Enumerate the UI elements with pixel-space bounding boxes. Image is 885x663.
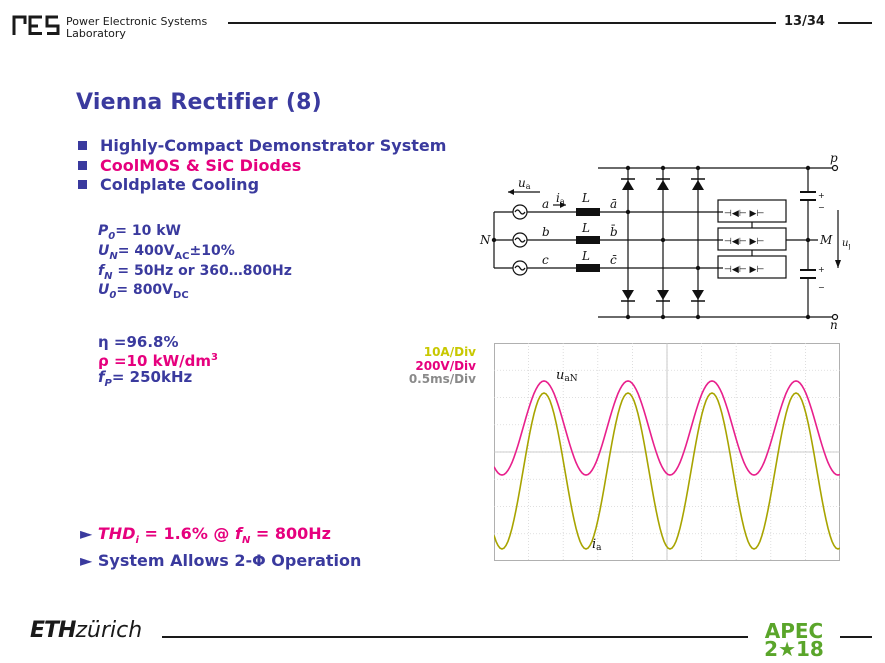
header-rule-left	[228, 22, 776, 24]
switching-frequency: fP= 250kHz	[98, 368, 193, 389]
footer-rule-right	[840, 636, 872, 638]
bullet-square-icon	[78, 141, 87, 151]
bbar-label: b̄	[610, 223, 618, 239]
node-m-label: M	[819, 233, 833, 247]
upn-label: upn	[842, 238, 850, 250]
spec-voltage: UN= 400VAC±10%	[98, 242, 235, 262]
efficiency: η =96.8%	[98, 333, 179, 351]
ia-label: ia	[556, 191, 565, 206]
node-n-label: N	[479, 233, 491, 247]
bullet-item: Highly-Compact Demonstrator System	[76, 136, 446, 156]
page-number: 13/34	[784, 14, 825, 29]
header-rule-right	[838, 22, 872, 24]
inductor-a-label: L	[581, 191, 590, 205]
inductor-b-label: L	[581, 221, 590, 235]
bullet-item: CoolMOS & SiC Diodes	[76, 156, 446, 176]
inductor-c-label: L	[581, 249, 590, 263]
voltage-trace	[494, 380, 840, 476]
oscilloscope-plot: uaN ia	[494, 343, 840, 561]
svg-text:⊣◀⊢ ▶⊢: ⊣◀⊢ ▶⊢	[724, 209, 764, 219]
triangle-bullet-icon: ►	[80, 550, 93, 570]
footer-rule-left	[162, 636, 748, 638]
time-scale: 0.5ms/Div	[408, 372, 476, 386]
abar-label: ā	[610, 197, 617, 211]
performance-block: η =96.8% ρ =10 kW/dm3 fP= 250kHz	[98, 334, 218, 392]
lab-name-line2: Laboratory	[66, 27, 126, 40]
voltage-scale: 200V/Div	[415, 358, 476, 373]
svg-text:⊣◀⊢ ▶⊢: ⊣◀⊢ ▶⊢	[724, 265, 764, 275]
triangle-bullet-icon: ►	[80, 524, 93, 543]
power-density: ρ =10 kW/dm3	[98, 352, 218, 370]
phase-b-label: b	[542, 225, 550, 239]
svg-text:⊣◀⊢ ▶⊢: ⊣◀⊢ ▶⊢	[724, 237, 764, 247]
spec-power: P0= 10 kW	[98, 223, 181, 242]
spec-dc-voltage: U0= 800VDC	[98, 282, 189, 302]
conclusion-list: ► THDi = 1.6% @ fN = 800Hz ► System Allo…	[80, 524, 361, 570]
node-p-label: p	[830, 151, 838, 165]
bullet-square-icon	[78, 180, 87, 190]
ia-trace-label: ia	[592, 537, 602, 553]
scope-legend: 10A/Div 200V/Div 0.5ms/Div	[380, 345, 476, 387]
cap-bottom-plus: +	[818, 265, 825, 274]
current-trace	[494, 392, 840, 550]
phase-c-label: c	[542, 253, 549, 267]
bullet-item: Coldplate Cooling	[76, 175, 446, 195]
feature-bullets: Highly-Compact Demonstrator System CoolM…	[76, 136, 446, 195]
uan-label: uaN	[556, 368, 578, 384]
operation-statement: ► System Allows 2-Φ Operation	[80, 550, 362, 570]
spec-block: P0= 10 kW UN= 400VAC±10% fN = 50Hz or 36…	[98, 224, 292, 303]
lab-name-line1: Power Electronic Systems	[66, 15, 208, 28]
pes-logo	[12, 15, 60, 35]
vienna-rectifier-schematic: ⊣◀⊢ ▶⊢ ⊣◀⊢ ▶⊢ ⊣◀⊢ ▶⊢ N M p n ua ia a b c…	[479, 151, 850, 330]
thd-statement: ► THDi = 1.6% @ fN = 800Hz	[80, 524, 331, 547]
bullet-square-icon	[78, 160, 87, 170]
phase-a-label: a	[542, 197, 549, 211]
cap-top-minus: −	[818, 203, 825, 212]
cbar-label: c̄	[610, 253, 617, 267]
eth-logo: ETHzürich	[30, 618, 143, 643]
node-bottom-label: n	[830, 318, 838, 330]
apec-logo: APEC 2★18	[764, 619, 824, 661]
current-scale: 10A/Div	[423, 345, 476, 359]
cap-top-plus: +	[818, 191, 825, 200]
slide-title: Vienna Rectifier (8)	[76, 90, 322, 115]
spec-frequency: fN = 50Hz or 360…800Hz	[98, 262, 292, 282]
cap-bottom-minus: −	[818, 283, 825, 292]
ua-label: ua	[518, 176, 531, 191]
